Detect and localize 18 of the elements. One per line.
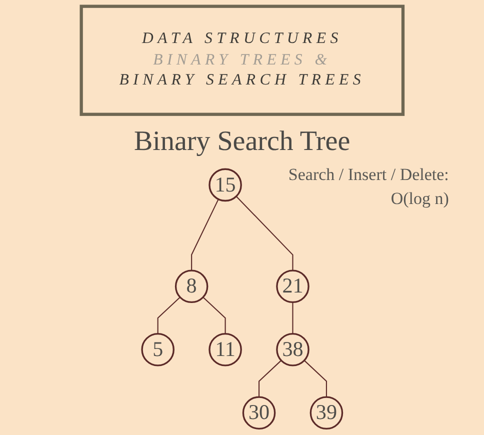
complexity-note: Search / Insert / Delete: O(log n) — [287, 164, 449, 210]
node-circle: 30 — [242, 396, 276, 430]
connector — [258, 360, 282, 398]
node-circle: 21 — [276, 270, 310, 304]
node-circle: 11 — [208, 332, 242, 366]
connector — [236, 196, 294, 271]
node-box: DATA STRUCTURES BINARY TREES & BINARY SEARCH TREES — [80, 4, 404, 116]
connector — [157, 296, 180, 334]
node-circle: 8 — [174, 270, 208, 304]
diagram-title: Binary Search Tree — [134, 126, 350, 158]
node-circle: 39 — [310, 396, 343, 430]
connector — [190, 198, 219, 271]
connector — [304, 360, 327, 398]
node-circle: 38 — [276, 332, 310, 366]
node-circle: 15 — [208, 168, 242, 202]
node-circle: 5 — [141, 332, 174, 366]
connector — [292, 302, 294, 334]
connector — [202, 296, 226, 334]
